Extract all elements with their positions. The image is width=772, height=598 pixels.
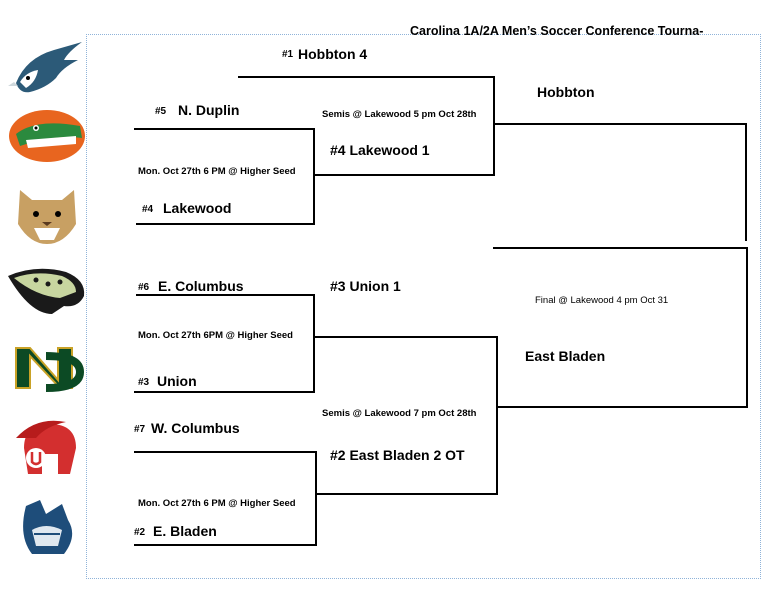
nd-logo bbox=[6, 336, 88, 398]
bracket-line bbox=[314, 336, 498, 338]
semi1-winner: #4 Lakewood 1 bbox=[330, 142, 430, 158]
bracket-line bbox=[316, 493, 498, 495]
jaguar-logo bbox=[6, 262, 88, 324]
bracket-title: Carolina 1A/2A Men’s Soccer Conference T… bbox=[410, 24, 704, 38]
bracket-line bbox=[134, 451, 316, 453]
match2-bottom-seed: #3 bbox=[138, 377, 150, 388]
match3-info: Mon. Oct 27th 6 PM @ Higher Seed bbox=[138, 498, 296, 509]
bracket-line bbox=[134, 128, 314, 130]
viking-logo bbox=[6, 496, 88, 558]
bracket-line bbox=[493, 247, 748, 249]
bracket-line bbox=[495, 123, 747, 125]
semi2-info: Semis @ Lakewood 7 pm Oct 28th bbox=[322, 408, 477, 419]
match1-bottom-seed: #4 bbox=[142, 204, 154, 215]
bracket-line bbox=[238, 76, 495, 78]
bracket-frame bbox=[86, 34, 761, 579]
bracket-line bbox=[313, 128, 315, 225]
bracket-line bbox=[496, 336, 498, 495]
bracket-line bbox=[136, 223, 314, 225]
semi2-winner: #2 East Bladen 2 OT bbox=[330, 447, 465, 463]
bracket-line bbox=[493, 76, 495, 176]
match3-top-seed: #7 bbox=[134, 424, 146, 435]
bye-team: Hobbton 4 bbox=[298, 46, 368, 62]
finalist-bottom: East Bladen bbox=[525, 348, 606, 364]
match2-bottom-team: Union bbox=[157, 373, 197, 389]
bracket-line bbox=[315, 451, 317, 546]
match2-top-team: E. Columbus bbox=[158, 278, 244, 294]
match2-top-seed: #6 bbox=[138, 282, 150, 293]
match3-bottom-seed: #2 bbox=[134, 527, 146, 538]
bracket-line bbox=[745, 123, 747, 241]
match2-info: Mon. Oct 27th 6PM @ Higher Seed bbox=[138, 330, 293, 341]
spartan-logo bbox=[6, 418, 88, 480]
semi1-info: Semis @ Lakewood 5 pm Oct 28th bbox=[322, 109, 477, 120]
finalist-top: Hobbton bbox=[537, 84, 595, 100]
bracket-line bbox=[498, 406, 748, 408]
match1-top-seed: #5 bbox=[155, 106, 167, 117]
gator-logo bbox=[6, 104, 88, 166]
bracket-line bbox=[746, 247, 748, 407]
eagle-logo bbox=[6, 38, 88, 100]
bracket-line bbox=[313, 294, 315, 393]
match1-top-team: N. Duplin bbox=[178, 102, 240, 118]
bracket-line bbox=[134, 544, 316, 546]
bracket-line bbox=[314, 174, 495, 176]
match3-bottom-team: E. Bladen bbox=[153, 523, 217, 539]
match1-bottom-team: Lakewood bbox=[163, 200, 232, 216]
bracket-line bbox=[134, 391, 314, 393]
semi2-top: #3 Union 1 bbox=[330, 278, 401, 294]
match1-info: Mon. Oct 27th 6 PM @ Higher Seed bbox=[138, 166, 296, 177]
wildcat-logo bbox=[6, 184, 88, 246]
bye-seed: #1 bbox=[282, 49, 294, 60]
bracket-line bbox=[136, 294, 314, 296]
match3-top-team: W. Columbus bbox=[151, 420, 240, 436]
final-info: Final @ Lakewood 4 pm Oct 31 bbox=[535, 295, 669, 306]
